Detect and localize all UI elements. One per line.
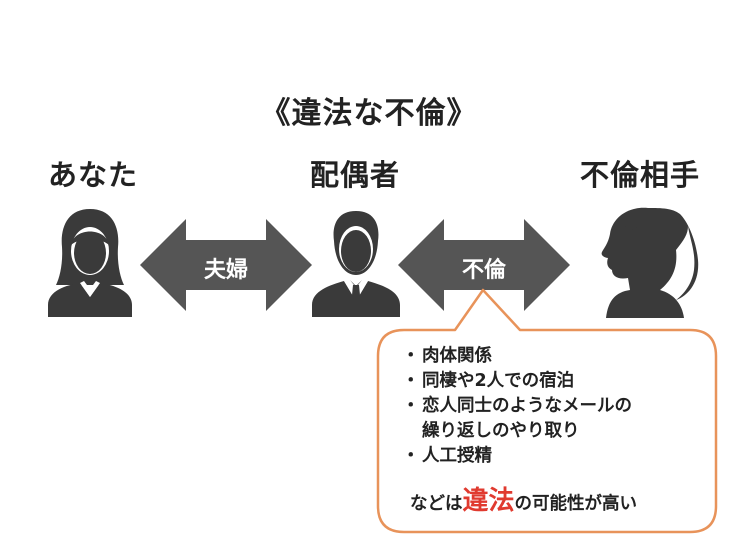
bullet: ・ bbox=[402, 371, 420, 391]
callout-item: ・ 肉体関係 bbox=[400, 344, 720, 369]
callout-item-text: 肉体関係 bbox=[422, 346, 492, 366]
callout-item-text: 恋人同士のようなメールの bbox=[422, 396, 632, 416]
summary-prefix: などは bbox=[410, 494, 463, 514]
callout-summary: などは違法の可能性が高い bbox=[410, 480, 720, 517]
callout-item: ・ 恋人同士のようなメールの 繰り返しのやり取り bbox=[400, 394, 720, 444]
diagram-title: 《違法な不倫》 bbox=[260, 96, 478, 131]
callout-item-text-continued: 繰り返しのやり取り bbox=[422, 421, 580, 441]
label-you: あなた bbox=[47, 158, 138, 192]
married-double-arrow bbox=[140, 219, 312, 311]
bullet: ・ bbox=[402, 446, 420, 466]
male-suit-person-icon bbox=[312, 211, 400, 317]
married-label: 夫婦 bbox=[203, 258, 248, 283]
label-spouse: 配偶者 bbox=[309, 158, 400, 192]
female-person-icon bbox=[48, 209, 132, 317]
summary-emphasis-illegal: 違法 bbox=[462, 486, 515, 516]
affair-double-arrow bbox=[398, 219, 570, 311]
female-ponytail-silhouette-icon bbox=[601, 207, 699, 318]
summary-suffix: の可能性が高い bbox=[514, 494, 638, 514]
affair-label: 不倫 bbox=[461, 258, 506, 283]
bullet: ・ bbox=[402, 346, 420, 366]
callout-item-text: 人工授精 bbox=[422, 446, 492, 466]
callout-item-text: 同棲や2人での宿泊 bbox=[422, 371, 575, 391]
callout-item: ・ 同棲や2人での宿泊 bbox=[400, 369, 720, 394]
bullet: ・ bbox=[402, 396, 420, 416]
callout-item: ・ 人工授精 bbox=[400, 444, 720, 469]
label-partner: 不倫相手 bbox=[579, 158, 700, 192]
callout-list: ・ 肉体関係 ・ 同棲や2人での宿泊 ・ 恋人同士のようなメールの 繰り返しのや… bbox=[400, 344, 720, 469]
